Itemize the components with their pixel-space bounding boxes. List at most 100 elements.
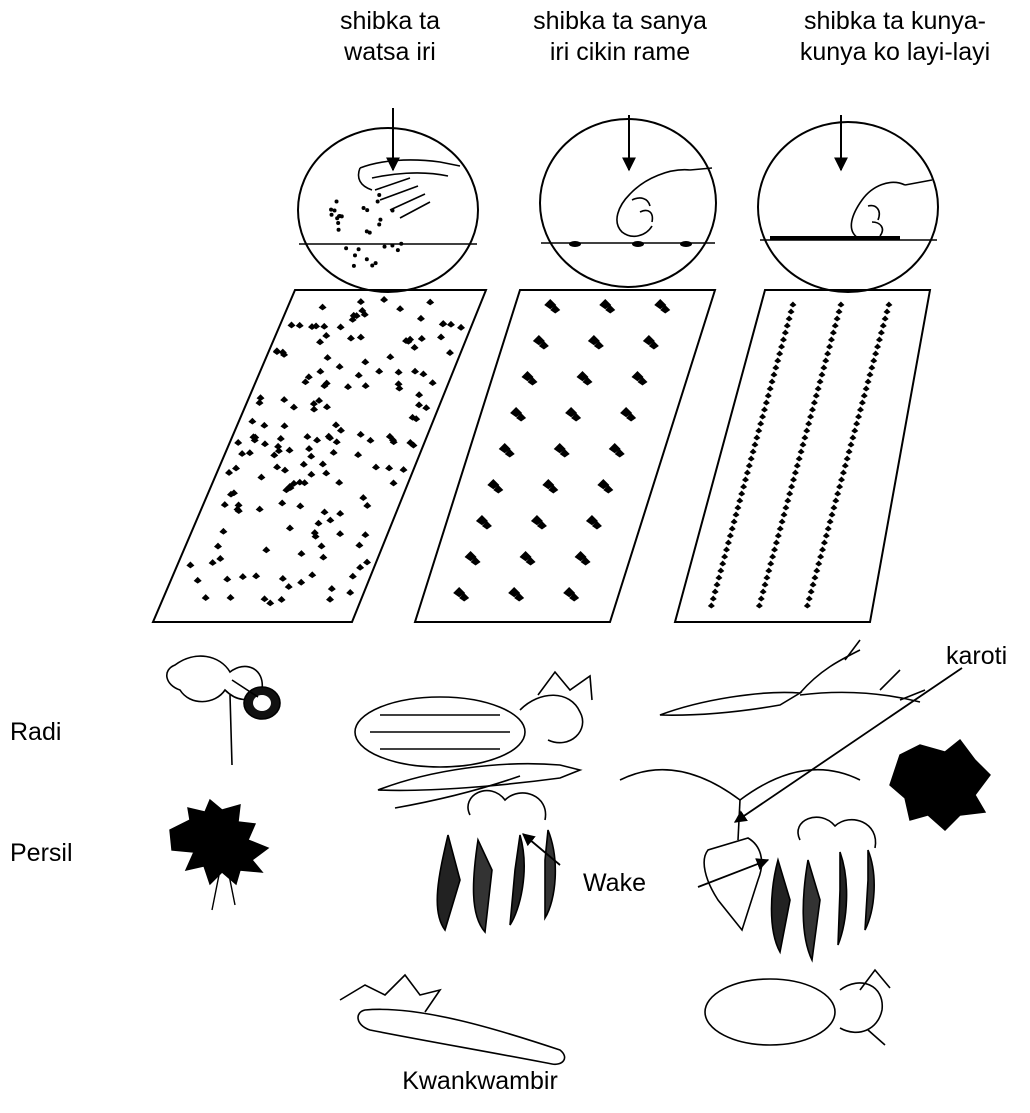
seedling-mark [813, 568, 820, 574]
seed-mark [337, 228, 341, 232]
seedling-mark [419, 370, 427, 377]
seedling-mark [781, 512, 788, 518]
seedling-mark [857, 407, 864, 413]
seedling-mark [840, 470, 847, 476]
seedling-mark [780, 337, 787, 343]
seedling-mark [847, 442, 854, 448]
seedling-mark [308, 571, 316, 578]
seedling-mark [320, 323, 328, 330]
seedling-mark [803, 428, 810, 434]
seedling-mark [307, 471, 315, 478]
seedling-mark [223, 576, 231, 583]
seedling-mark [880, 323, 887, 329]
seedling-mark [710, 596, 717, 602]
seedling-mark [275, 447, 283, 454]
plot-rows [675, 290, 930, 622]
seedling-mark [824, 351, 831, 357]
seedling-mark [328, 585, 336, 592]
seed-mark [390, 243, 394, 247]
seedling-mark [763, 400, 770, 406]
seedling-mark [426, 299, 434, 306]
seed-mark [365, 229, 369, 233]
seedling-mark [372, 464, 380, 471]
seedling-mark [380, 296, 388, 303]
seedling-mark [297, 550, 305, 557]
seedling-mark [756, 603, 763, 609]
seed-mark [362, 206, 366, 210]
seedling-mark [336, 530, 344, 537]
seedling-mark [830, 505, 837, 511]
seedling-mark [366, 437, 374, 444]
seedling-mark [789, 302, 796, 308]
seedling-mark [828, 337, 835, 343]
seedling-mark [865, 379, 872, 385]
seedling-mark [415, 401, 423, 408]
seedling-mark [830, 330, 837, 336]
seedling-mark [723, 547, 730, 553]
seedling-mark [818, 372, 825, 378]
seedling-mark [422, 404, 430, 411]
seed-mark [383, 245, 387, 249]
seedling-mark [290, 404, 298, 411]
seedling-mark [849, 435, 856, 441]
seedling-mark [770, 372, 777, 378]
seedling-mark [437, 334, 445, 341]
seedling-mark [361, 531, 369, 538]
seedling-mark [238, 450, 246, 457]
seedling-mark [853, 421, 860, 427]
seedling-mark [775, 533, 782, 539]
seedling-mark [330, 449, 338, 456]
seed-mark [333, 209, 337, 213]
seedling-mark [319, 554, 327, 561]
seedling-mark [760, 589, 767, 595]
seed-mark [365, 257, 369, 261]
seedling-mark [837, 302, 844, 308]
seedling-mark [757, 421, 764, 427]
seedling-mark [323, 403, 331, 410]
seedling-mark [771, 547, 778, 553]
seedling-mark [395, 380, 403, 387]
seedling-mark [344, 383, 352, 390]
seedling-mark [851, 428, 858, 434]
seedling-mark [255, 399, 263, 406]
seedling-mark [357, 431, 365, 438]
seed-mark [370, 263, 374, 267]
seedling-mark [746, 463, 753, 469]
seedling-mark [214, 543, 222, 550]
seedling-mark [874, 344, 881, 350]
seedling-mark [782, 505, 789, 511]
seedling-mark [296, 503, 304, 510]
seedling-mark [232, 465, 240, 472]
seedling-mark [227, 594, 235, 601]
melon-right-icon [705, 970, 890, 1045]
seedling-mark [822, 358, 829, 364]
seedling-mark [784, 498, 791, 504]
seedling-mark [727, 533, 734, 539]
seedling-mark [186, 562, 194, 569]
seedling-mark [774, 358, 781, 364]
seedling-mark [736, 498, 743, 504]
hand-dropping-icon [617, 168, 712, 236]
seedling-mark [209, 559, 217, 566]
seedling-mark [319, 461, 327, 468]
seedling-mark [321, 508, 329, 515]
seedling-mark [712, 589, 719, 595]
circle-rows [758, 122, 938, 292]
hand-scattering-icon [359, 160, 461, 218]
seedling-mark [836, 309, 843, 315]
seedling-mark [221, 501, 229, 508]
seedling-mark [324, 354, 332, 361]
parsley-right-icon [890, 740, 990, 830]
seed-mark [336, 221, 340, 225]
seedling-mark [792, 470, 799, 476]
seedling-mark [769, 379, 776, 385]
seedling-mark [296, 322, 304, 329]
seedling-mark [827, 519, 834, 525]
bean-plant-left-icon [437, 791, 555, 932]
seedling-mark [815, 386, 822, 392]
seedling-marks [186, 296, 892, 608]
seedling-mark [729, 526, 736, 532]
seedling-mark [216, 555, 224, 562]
seedling-mark [346, 589, 354, 596]
seedling-mark [806, 596, 813, 602]
